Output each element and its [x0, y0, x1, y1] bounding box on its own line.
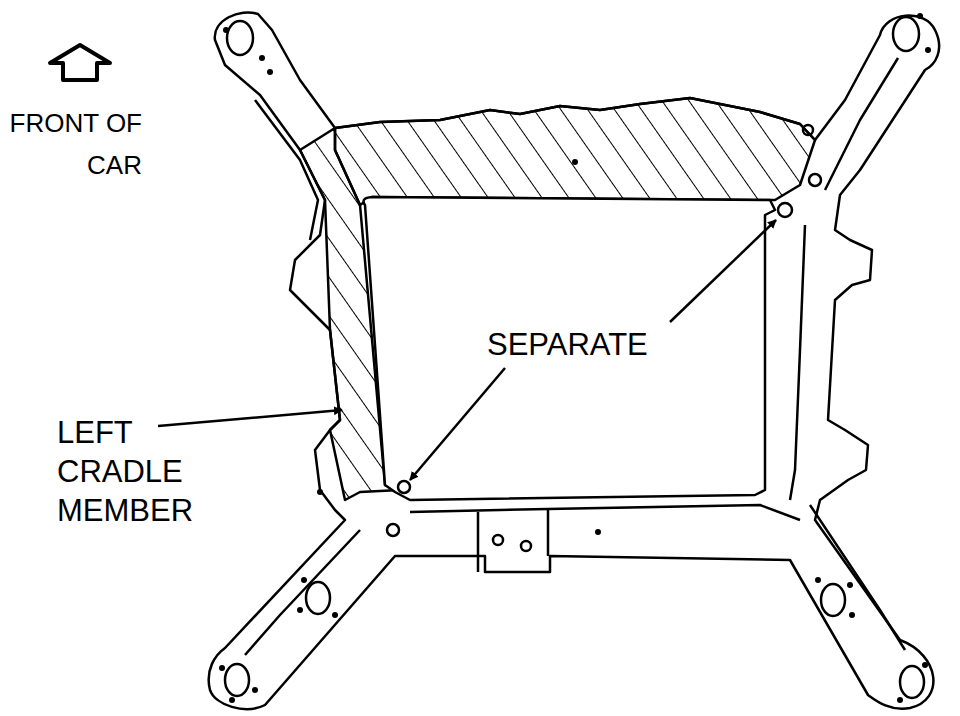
leader-arrow	[670, 220, 776, 322]
mount-hole	[821, 584, 845, 616]
front-arrow-symbol	[50, 45, 110, 80]
hole	[493, 535, 503, 545]
structure-line	[825, 58, 898, 190]
hole	[387, 524, 399, 536]
mount-hole	[306, 582, 330, 614]
structure-line	[478, 510, 548, 572]
cradle-outline	[209, 12, 939, 709]
separation-point	[778, 203, 792, 217]
structure-line	[245, 530, 360, 655]
structure-line	[410, 505, 800, 520]
separation-point	[398, 481, 410, 493]
leader-arrow	[158, 410, 342, 426]
structure-line	[810, 505, 905, 650]
hole	[803, 125, 813, 135]
engine-opening	[364, 197, 775, 500]
mount-hole	[893, 17, 919, 51]
hole	[521, 541, 531, 551]
front-member-hatch	[335, 98, 815, 205]
callout-label: SEPARATE	[487, 325, 687, 364]
mount-hole	[225, 664, 249, 696]
structure-line	[790, 225, 805, 500]
structure-line	[255, 100, 318, 240]
hole	[809, 174, 821, 186]
callout-label: FRONT OF CAR	[2, 102, 142, 186]
rivet-dots	[219, 13, 931, 703]
mount-hole	[900, 666, 924, 698]
mount-hole	[227, 21, 253, 55]
callout-label: LEFT CRADLE MEMBER	[57, 413, 222, 530]
leader-arrow	[410, 368, 505, 480]
